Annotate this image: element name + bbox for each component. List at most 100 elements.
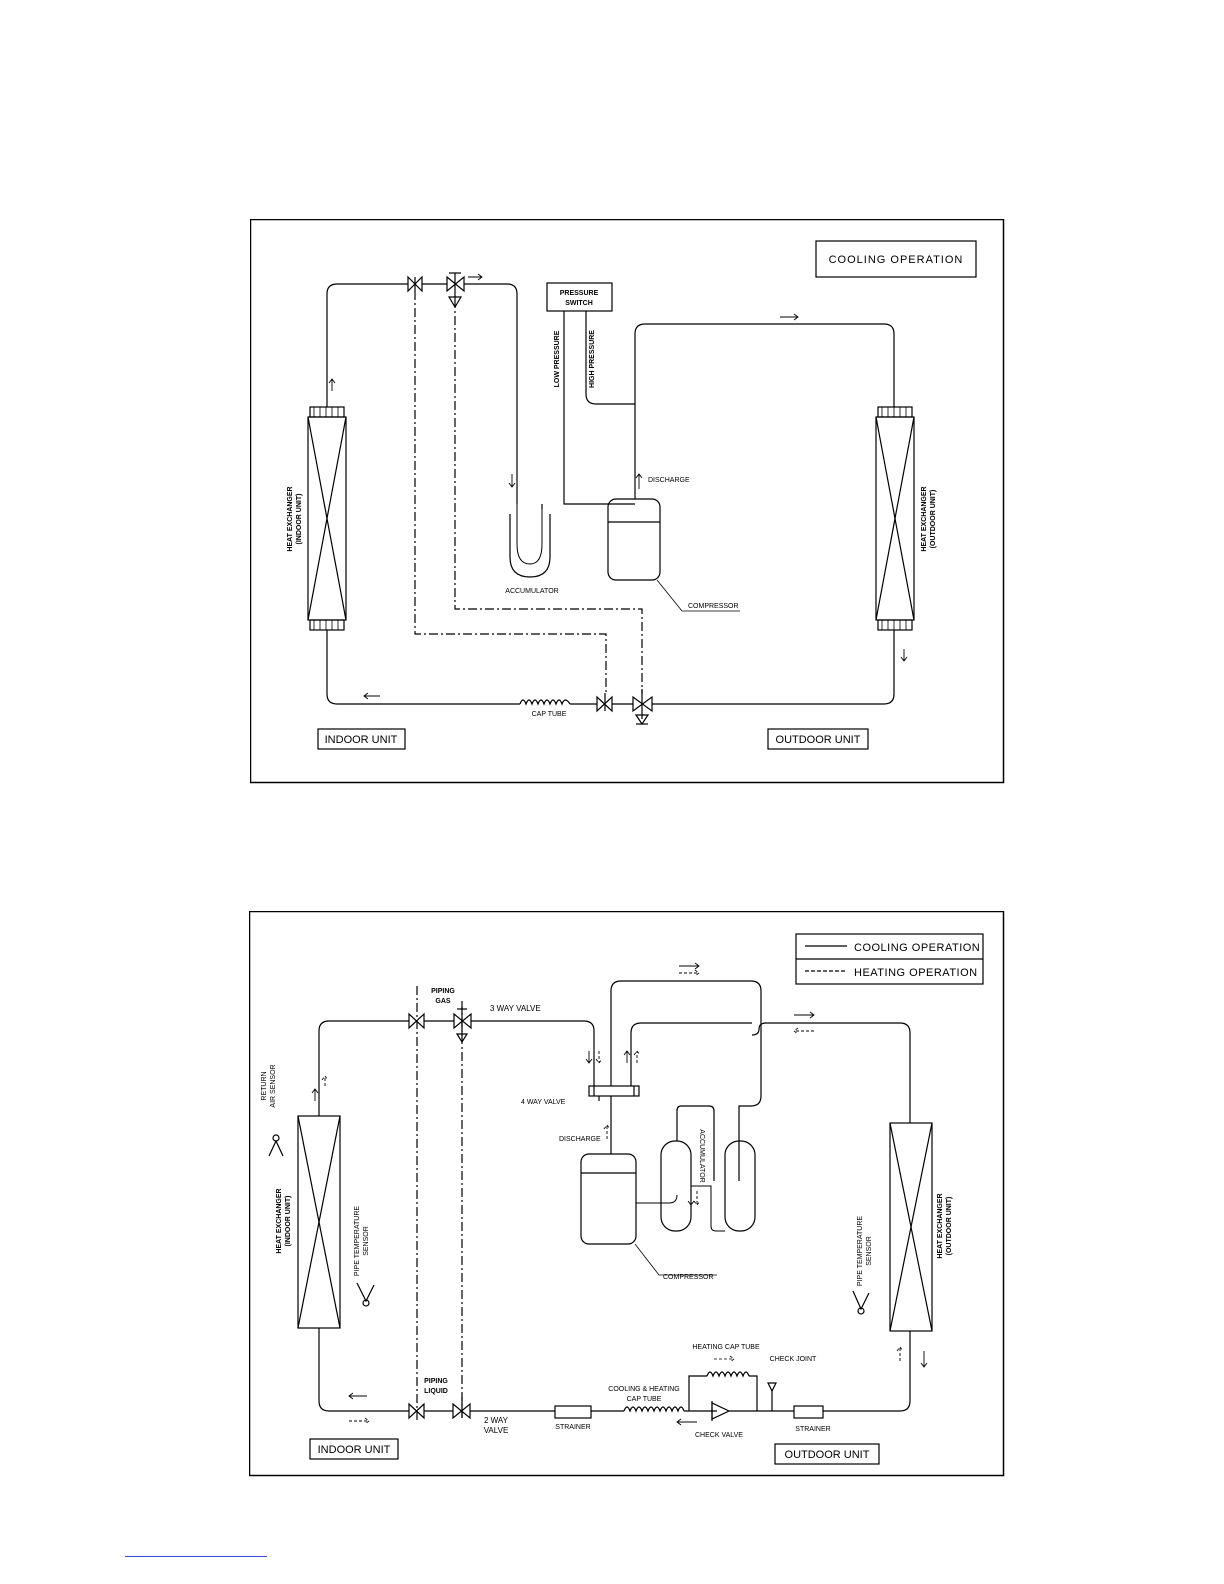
legend-box xyxy=(815,240,977,278)
cooling-heating-cap-label-1: COOLING & HEATING xyxy=(608,1386,679,1393)
indoor-unit-label: INDOOR UNIT xyxy=(325,734,398,746)
three-way-valve-label: 3 WAY VALVE xyxy=(490,1004,541,1013)
two-way-valve-label-1: 2 WAY xyxy=(484,1416,509,1425)
outdoor-unit-box xyxy=(774,1443,880,1465)
indoor-pipe-sensor-label-1: PIPE TEMPERATURE xyxy=(354,1206,361,1276)
low-pressure-line xyxy=(563,311,635,505)
indoor-pipe-temp-sensor xyxy=(356,1282,375,1307)
pipe-indoor-bottom xyxy=(318,1328,409,1412)
outdoor-heat-exchanger xyxy=(889,1122,933,1332)
return-air-label-2: AIR SENSOR xyxy=(270,1064,277,1107)
indoor-heat-exchanger xyxy=(307,406,347,631)
four-way-valve xyxy=(588,1085,640,1116)
high-pressure-label: HIGH PRESSURE xyxy=(589,330,596,388)
three-way-valve xyxy=(453,1007,472,1044)
outdoor-hx-label-1: HEAT EXCHANGER xyxy=(937,1193,944,1258)
strainer-outdoor-side xyxy=(793,1405,824,1419)
four-way-valve-label: 4 WAY VALVE xyxy=(521,1099,566,1106)
outdoor-hx-label-2: (OUTDOOR UNIT) xyxy=(946,1197,953,1256)
flow-arrow-right xyxy=(780,313,799,321)
pipe-outdoor-bottom xyxy=(823,1331,911,1412)
strainer-label-left: STRAINER xyxy=(555,1424,590,1431)
pipe-to-accumulator xyxy=(464,283,518,504)
return-air-label-1: RETURN xyxy=(261,1071,268,1100)
pipe-to-accumulator-right xyxy=(738,1036,762,1181)
flow-arrow-discharge xyxy=(635,473,643,489)
diagram-frame xyxy=(249,218,1005,784)
pressure-switch-label-1: PRESSURE xyxy=(560,290,599,297)
legend-cooling-label: COOLING OPERATION xyxy=(829,254,964,266)
dash-gas-line xyxy=(454,299,643,694)
check-joint xyxy=(767,1382,777,1411)
indoor-unit-label: INDOOR UNIT xyxy=(318,1444,391,1456)
indoor-hx-label-2: (INDOOR UNIT) xyxy=(285,1196,292,1247)
top-three-way-valve xyxy=(446,272,465,309)
discharge-label: DISCHARGE xyxy=(648,477,690,484)
cap-tube-label: CAP TUBE xyxy=(532,711,567,718)
legend-cooling-label: COOLING OPERATION xyxy=(854,942,980,954)
indoor-hx-label-1: HEAT EXCHANGER xyxy=(276,1188,283,1253)
check-valve xyxy=(711,1401,731,1421)
compressor xyxy=(580,1153,637,1245)
heating-cap-label: HEATING CAP TUBE xyxy=(692,1344,760,1351)
footer-rule xyxy=(125,1556,267,1557)
outdoor-unit-box xyxy=(767,728,869,750)
piping-gas-label-2: GAS xyxy=(435,998,451,1005)
diagram-frame xyxy=(248,910,1005,1477)
bottom-two-way-valve xyxy=(596,693,613,713)
heat-pump-diagram: COOLING OPERATION HEATING OPERATION HEAT… xyxy=(248,910,1005,1482)
outdoor-pipe-sensor-label-2: SENSOR xyxy=(866,1236,873,1266)
discharge-label: DISCHARGE xyxy=(559,1136,601,1143)
piping-liquid-label-2: LIQUID xyxy=(424,1388,448,1395)
indoor-pipe-sensor-label-2: SENSOR xyxy=(363,1226,370,1256)
cooling-diagram-svg: COOLING OPERATION HEAT EXCHANGER (INDOOR… xyxy=(249,218,1005,784)
indoor-heat-exchanger xyxy=(297,1115,341,1329)
pipe-accumulator-link xyxy=(676,1105,715,1181)
pipe-discharge xyxy=(634,323,895,499)
accumulator-right xyxy=(724,1140,756,1232)
cooling-diagram: COOLING OPERATION HEAT EXCHANGER (INDOOR… xyxy=(249,218,1005,789)
accumulator-label: ACCUMULATOR xyxy=(505,588,558,595)
outdoor-hx-label-2: (OUTDOOR UNIT) xyxy=(930,490,937,549)
cooling-heating-cap-label-2: CAP TUBE xyxy=(627,1396,662,1403)
piping-gas-two-way-valve xyxy=(408,1012,425,1030)
legend-heating-label: HEATING OPERATION xyxy=(854,967,978,979)
low-pressure-label: LOW PRESSURE xyxy=(554,330,561,387)
compressor-leader xyxy=(656,579,740,612)
pipe-outdoor-bottom xyxy=(652,630,895,705)
accumulator-label: ACCUMULATOR xyxy=(698,1129,705,1182)
two-way-valve xyxy=(452,1397,471,1420)
accumulator xyxy=(509,514,551,578)
compressor xyxy=(607,498,661,581)
outdoor-heat-exchanger xyxy=(875,406,915,631)
outdoor-pipe-sensor-label-1: PIPE TEMPERATURE xyxy=(857,1216,864,1286)
bottom-three-way-valve xyxy=(632,689,653,726)
dash-liquid-line xyxy=(414,291,607,694)
compressor-label: COMPRESSOR xyxy=(663,1274,714,1281)
heat-pump-diagram-svg: COOLING OPERATION HEATING OPERATION HEAT… xyxy=(248,910,1005,1477)
flow-arrow-outdoor-down xyxy=(900,649,908,662)
flow-arrow-down xyxy=(508,474,516,488)
check-valve-label: CHECK VALVE xyxy=(695,1432,743,1439)
indoor-unit-box xyxy=(309,1438,399,1460)
cap-tube-coil xyxy=(519,699,571,706)
compressor-leader xyxy=(634,1243,717,1276)
outdoor-unit-label: OUTDOOR UNIT xyxy=(785,1449,870,1461)
pipe-4way-to-outdoor xyxy=(630,1022,752,1086)
pipe-indoor-top xyxy=(318,1020,409,1116)
strainer-label-right: STRAINER xyxy=(795,1426,830,1433)
check-joint-label: CHECK JOINT xyxy=(770,1356,817,1363)
pressure-switch-label-2: SWITCH xyxy=(565,300,593,307)
high-pressure-line xyxy=(585,311,635,405)
compressor-label: COMPRESSOR xyxy=(688,603,739,610)
pipe-indoor-bottom xyxy=(326,630,520,705)
indoor-hx-label-2: (INDOOR UNIT) xyxy=(296,494,303,545)
indoor-hx-label-1: HEAT EXCHANGER xyxy=(287,486,294,551)
flow-arrow-up xyxy=(328,378,336,391)
two-way-valve-label-2: VALVE xyxy=(484,1426,509,1435)
outdoor-hx-label-1: HEAT EXCHANGER xyxy=(921,486,928,551)
piping-gas-label-1: PIPING xyxy=(431,988,455,995)
strainer-indoor-side xyxy=(554,1405,592,1419)
piping-liquid-valve xyxy=(408,1402,425,1420)
indoor-unit-box xyxy=(317,728,406,750)
